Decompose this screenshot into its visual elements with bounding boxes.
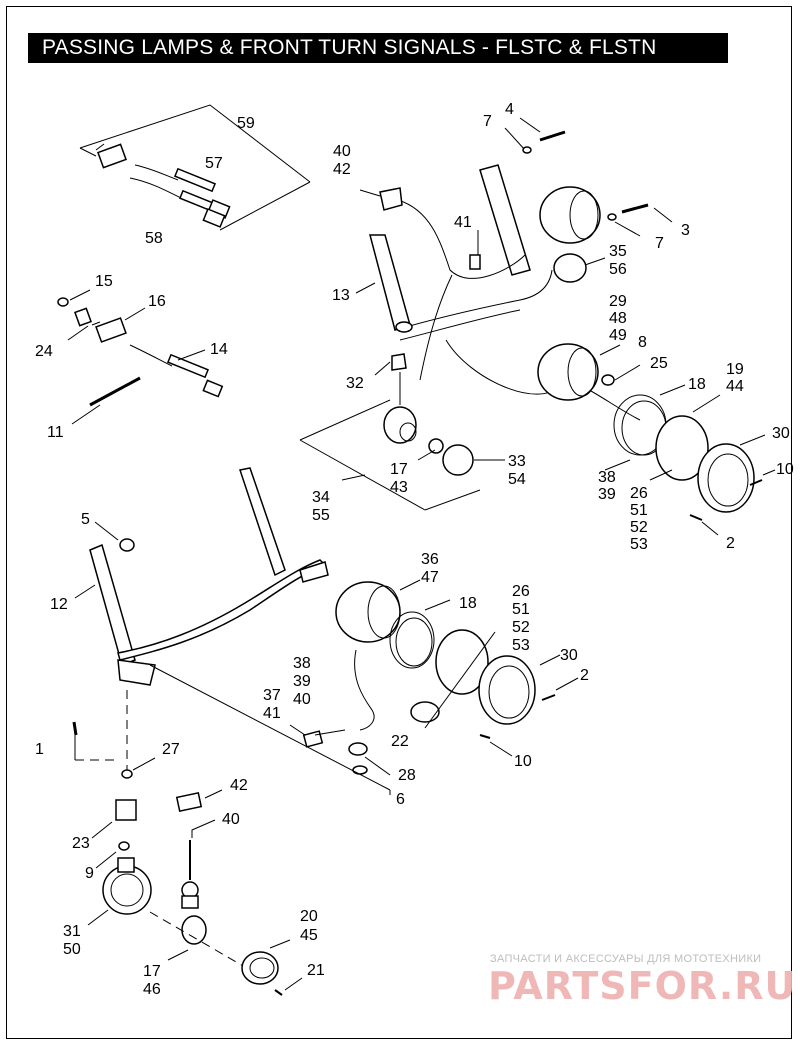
callout-10-upper: 10 [776, 461, 794, 478]
callout-52-upper: 52 [630, 519, 648, 536]
watermark-logo: PARTSFOR.RU [488, 964, 797, 1008]
callout-33: 33 [508, 453, 526, 470]
callout-15: 15 [95, 273, 113, 290]
callout-30-upper: 30 [772, 425, 790, 442]
callout-18-lower: 18 [459, 595, 477, 612]
callout-10-lower: 10 [514, 753, 532, 770]
callout-17-lower: 17 [143, 963, 161, 980]
callout-59: 59 [237, 115, 255, 132]
lower-turn-signal [299, 353, 505, 511]
callout-40-bottom: 40 [222, 811, 240, 828]
callout-56: 56 [609, 261, 627, 278]
callout-24: 24 [35, 343, 53, 360]
callout-17-upper: 17 [390, 461, 408, 478]
watermark-tagline: ЗАПЧАСТИ И АКСЕССУАРЫ ДЛЯ МОТОТЕХНИКИ [490, 953, 762, 965]
callout-25: 25 [650, 355, 668, 372]
callout-26-lower: 26 [512, 583, 530, 600]
main-bracket [74, 467, 329, 686]
callout-28: 28 [398, 767, 416, 784]
lamp-socket-group [72, 690, 303, 996]
callout-5: 5 [81, 511, 90, 528]
callout-38-upper: 38 [598, 469, 616, 486]
callout-29: 29 [609, 293, 627, 310]
callout-16: 16 [148, 293, 166, 310]
callout-51-upper: 51 [630, 502, 648, 519]
callout-14: 14 [210, 341, 228, 358]
callout-21: 21 [307, 962, 325, 979]
switch-harness-group [79, 104, 311, 231]
callout-57: 57 [205, 155, 223, 172]
callout-20: 20 [300, 908, 318, 925]
callout-48: 48 [609, 310, 627, 327]
connector-group [149, 664, 391, 795]
callout-4: 4 [505, 101, 514, 118]
lower-passing-lamp [335, 579, 579, 757]
callout-40-lower: 40 [293, 691, 311, 708]
page-title: PASSING LAMPS & FRONT TURN SIGNALS - FLS… [28, 33, 728, 63]
callout-labels: 59 57 58 15 16 24 14 11 40 42 4 7 41 3 7… [35, 101, 794, 998]
callout-43: 43 [390, 479, 408, 496]
callout-51-lower: 51 [512, 601, 530, 618]
callout-44: 44 [726, 378, 744, 395]
callout-41-upper: 41 [454, 214, 472, 231]
page-border [6, 6, 792, 1039]
callout-2-lower: 2 [580, 667, 589, 684]
callout-11: 11 [47, 424, 64, 441]
callout-12: 12 [50, 596, 68, 613]
callout-55: 55 [312, 507, 330, 524]
callout-46: 46 [143, 981, 161, 998]
callout-32: 32 [346, 375, 364, 392]
switch-mount-group [57, 289, 224, 425]
callout-58: 58 [145, 230, 163, 247]
callout-9: 9 [85, 865, 94, 882]
callout-40-upper: 40 [333, 143, 351, 160]
callout-27: 27 [162, 741, 180, 758]
callout-35: 35 [609, 243, 627, 260]
callout-50: 50 [63, 941, 81, 958]
callout-31: 31 [63, 923, 81, 940]
callout-37: 37 [263, 687, 281, 704]
callout-45: 45 [300, 927, 318, 944]
callout-26-upper: 26 [630, 485, 648, 502]
callout-19: 19 [726, 361, 744, 378]
callout-42-lower: 42 [230, 777, 248, 794]
callout-7-upper: 7 [483, 113, 492, 130]
callout-6: 6 [396, 791, 405, 808]
callout-47: 47 [421, 569, 439, 586]
callout-18-upper: 18 [688, 376, 706, 393]
callout-7-right: 7 [655, 235, 664, 252]
callout-53-upper: 53 [630, 536, 648, 553]
callout-2-upper: 2 [726, 535, 735, 552]
callout-3: 3 [681, 222, 690, 239]
upper-passing-lamp [537, 343, 776, 536]
callout-38-lower: 38 [293, 655, 311, 672]
callout-39-upper: 39 [598, 486, 616, 503]
callout-23: 23 [72, 835, 90, 852]
callout-54: 54 [508, 471, 526, 488]
callout-13: 13 [332, 287, 350, 304]
callout-39-lower: 39 [293, 673, 311, 690]
callout-53-lower: 53 [512, 637, 530, 654]
callout-41-lower: 41 [263, 705, 281, 722]
callout-1: 1 [35, 741, 44, 758]
callout-30-lower: 30 [560, 647, 578, 664]
callout-49: 49 [609, 327, 627, 344]
callout-8: 8 [638, 334, 647, 351]
callout-36: 36 [421, 551, 439, 568]
callout-42-upper: 42 [333, 161, 351, 178]
callout-52-lower: 52 [512, 619, 530, 636]
upper-turn-signal [504, 117, 673, 283]
callout-34: 34 [312, 489, 330, 506]
callout-22: 22 [391, 733, 409, 750]
